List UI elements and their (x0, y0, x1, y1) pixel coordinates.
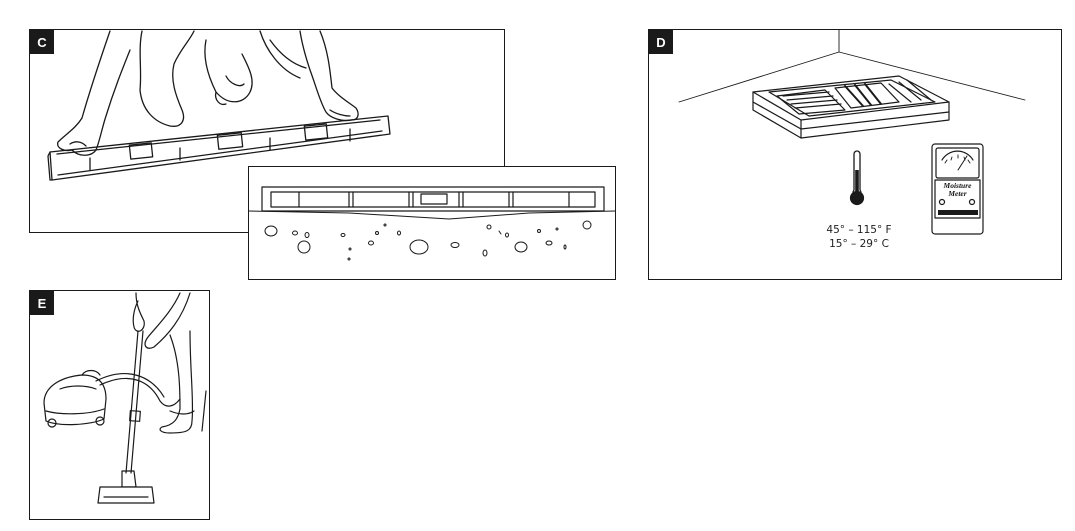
moisture-meter-label-line1: Moisture (943, 181, 972, 190)
panel-d-label: D (649, 30, 673, 54)
spirit-level-side-icon (261, 186, 605, 212)
panel-e-label: E (30, 291, 54, 315)
room-corner-with-flooring-illustration (678, 30, 1026, 235)
level-on-uneven-floor-illustration (249, 186, 615, 261)
flooring-boxes-icon (752, 75, 950, 139)
spirit-level-icon (47, 115, 391, 181)
vacuum-wand-icon (97, 330, 155, 504)
temperature-range-c: 15° – 29° C (829, 238, 889, 250)
temperature-range-f: 45° – 115° F (826, 224, 892, 236)
person-with-level-illustration (47, 30, 391, 181)
vacuum-hose-icon (99, 377, 181, 407)
panel-d-acclimation: D (648, 29, 1062, 280)
panel-e-vacuum: E (29, 290, 210, 520)
moisture-meter-icon (931, 143, 984, 235)
floor-debris-icon (264, 220, 592, 261)
panel-c-inset-floor (248, 166, 616, 280)
thermometer-icon (849, 150, 865, 206)
panel-c-label: C (30, 30, 54, 54)
person-vacuuming-illustration (43, 292, 207, 504)
moisture-meter-label-line2: Meter (948, 189, 967, 198)
vacuum-canister-icon (43, 369, 107, 428)
